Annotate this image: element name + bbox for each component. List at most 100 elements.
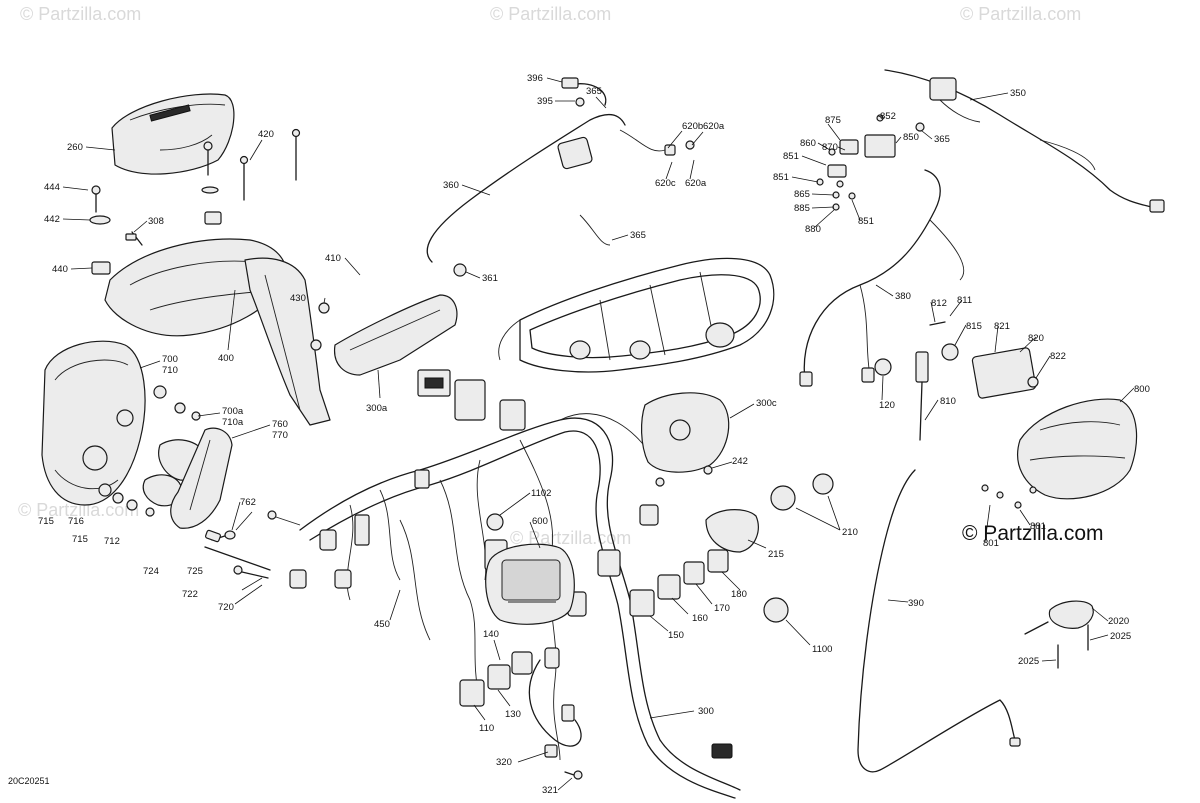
callout-label[interactable]: 881 (1030, 521, 1046, 532)
callout-label[interactable]: 110 (479, 723, 494, 734)
callout-label[interactable]: 300 (698, 706, 714, 717)
callout-label[interactable]: 440 (52, 264, 68, 275)
callout-label[interactable]: 800 (1134, 384, 1150, 395)
callout-label[interactable]: 724 (143, 566, 159, 577)
control-module[interactable] (641, 392, 730, 487)
callout-label[interactable]: 430 (290, 293, 306, 304)
fasteners-lower-left[interactable] (145, 507, 269, 579)
callout-label[interactable]: 712 (104, 536, 120, 547)
callout-label[interactable]: 770 (272, 430, 288, 441)
callout-label[interactable]: 852 (880, 111, 896, 122)
callout-label[interactable]: 815 (966, 321, 982, 332)
long-cable[interactable] (857, 469, 1021, 773)
right-harness[interactable] (799, 69, 1165, 387)
callout-label[interactable]: 860 (800, 138, 816, 149)
callout-label[interactable]: 710 (162, 365, 178, 376)
callout-label[interactable]: 620a (685, 178, 707, 189)
callout-label[interactable]: 442 (44, 214, 60, 225)
callout-label[interactable]: 715 (72, 534, 88, 545)
winch-assembly[interactable] (874, 321, 1138, 509)
callout-label[interactable]: 885 (794, 203, 810, 214)
callout-label[interactable]: 396 (527, 73, 543, 84)
callout-label[interactable]: 715 (38, 516, 54, 527)
callout-label[interactable]: 365 (630, 230, 646, 241)
callout-label[interactable]: 450 (374, 619, 390, 630)
callout-label[interactable]: 850 (903, 132, 919, 143)
callout-label[interactable]: 811 (957, 295, 972, 306)
callout-label[interactable]: 821 (994, 321, 1010, 332)
callout-label[interactable]: 170 (714, 603, 730, 614)
callout-label[interactable]: 210 (842, 527, 858, 538)
center-bracket[interactable] (333, 294, 458, 397)
callout-label[interactable]: 150 (668, 630, 684, 641)
callout-label[interactable]: 365 (934, 134, 950, 145)
callout-label[interactable]: 875 (825, 115, 841, 126)
key-fob[interactable] (1024, 600, 1094, 669)
callout-label[interactable]: 822 (1050, 351, 1066, 362)
callout-label[interactable]: 851 (773, 172, 789, 183)
fasteners-upper[interactable] (89, 128, 330, 351)
callout-label[interactable]: 716 (68, 516, 84, 527)
callout-label[interactable]: 242 (732, 456, 748, 467)
dash-frame[interactable] (498, 257, 775, 373)
callout-label[interactable]: 700 (162, 354, 178, 365)
callout-label[interactable]: 2020 (1108, 616, 1129, 627)
callout-label[interactable]: 130 (505, 709, 521, 720)
callout-label[interactable]: 725 (187, 566, 203, 577)
callout-label[interactable]: 1100 (812, 644, 832, 655)
callout-label[interactable]: 300c (756, 398, 777, 409)
callout-label[interactable]: 851 (783, 151, 799, 162)
callout-label[interactable]: 400 (218, 353, 234, 364)
callout-label[interactable]: 120 (879, 400, 895, 411)
side-panel[interactable] (244, 257, 331, 426)
callout-label[interactable]: 260 (67, 142, 83, 153)
callout-label[interactable]: 620c (655, 178, 676, 189)
switch-bank[interactable] (459, 473, 834, 707)
callout-label[interactable]: 2025 (1110, 631, 1131, 642)
callout-label[interactable]: 365 (586, 86, 602, 97)
callout-label[interactable]: 810 (940, 396, 956, 407)
callout-label[interactable]: 215 (768, 549, 784, 560)
callout-label[interactable]: 710a (222, 417, 244, 428)
callout-label[interactable]: 600 (532, 516, 548, 527)
callout-label[interactable]: 380 (895, 291, 911, 302)
callout-label[interactable]: 395 (537, 96, 553, 107)
left-housing[interactable] (41, 340, 207, 511)
callout-label[interactable]: 300a (366, 403, 388, 414)
callout-label[interactable]: 1102 (531, 488, 551, 499)
callout-label[interactable]: 321 (542, 785, 558, 796)
callout-label[interactable]: 870 (822, 142, 838, 153)
upper-cover[interactable] (111, 93, 235, 175)
callout-label[interactable]: 390 (908, 598, 924, 609)
lever-arm[interactable] (170, 427, 271, 571)
callout-label[interactable]: 865 (794, 189, 810, 200)
callout-label[interactable]: 880 (805, 224, 821, 235)
callout-label[interactable]: 308 (148, 216, 164, 227)
callout-label[interactable]: 620b (682, 121, 703, 132)
callout-label[interactable]: 620a (703, 121, 725, 132)
display-gauge[interactable] (485, 543, 575, 625)
callout-label[interactable]: 360 (443, 180, 459, 191)
callout-label[interactable]: 722 (182, 589, 198, 600)
callout-label[interactable]: 2025 (1018, 656, 1039, 667)
callout-label[interactable]: 760 (272, 419, 288, 430)
callout-label[interactable]: 350 (1010, 88, 1026, 99)
callout-label[interactable]: 361 (482, 273, 498, 284)
lower-plug-loop[interactable] (528, 647, 583, 780)
callout-label[interactable]: 410 (325, 253, 341, 264)
relay-cluster[interactable] (816, 114, 925, 211)
callout-label[interactable]: 801 (983, 538, 999, 549)
callout-label[interactable]: 160 (692, 613, 708, 624)
sensor-lead[interactable] (426, 77, 695, 277)
callout-label[interactable]: 444 (44, 182, 60, 193)
callout-label[interactable]: 762 (240, 497, 256, 508)
callout-label[interactable]: 320 (496, 757, 512, 768)
callout-label[interactable]: 140 (483, 629, 499, 640)
callout-label[interactable]: 700a (222, 406, 244, 417)
callout-label[interactable]: 180 (731, 589, 747, 600)
callout-label[interactable]: 851 (858, 216, 874, 227)
callout-label[interactable]: 820 (1028, 333, 1044, 344)
callout-label[interactable]: 420 (258, 129, 274, 140)
callout-label[interactable]: 720 (218, 602, 234, 613)
callout-label[interactable]: 812 (931, 298, 947, 309)
